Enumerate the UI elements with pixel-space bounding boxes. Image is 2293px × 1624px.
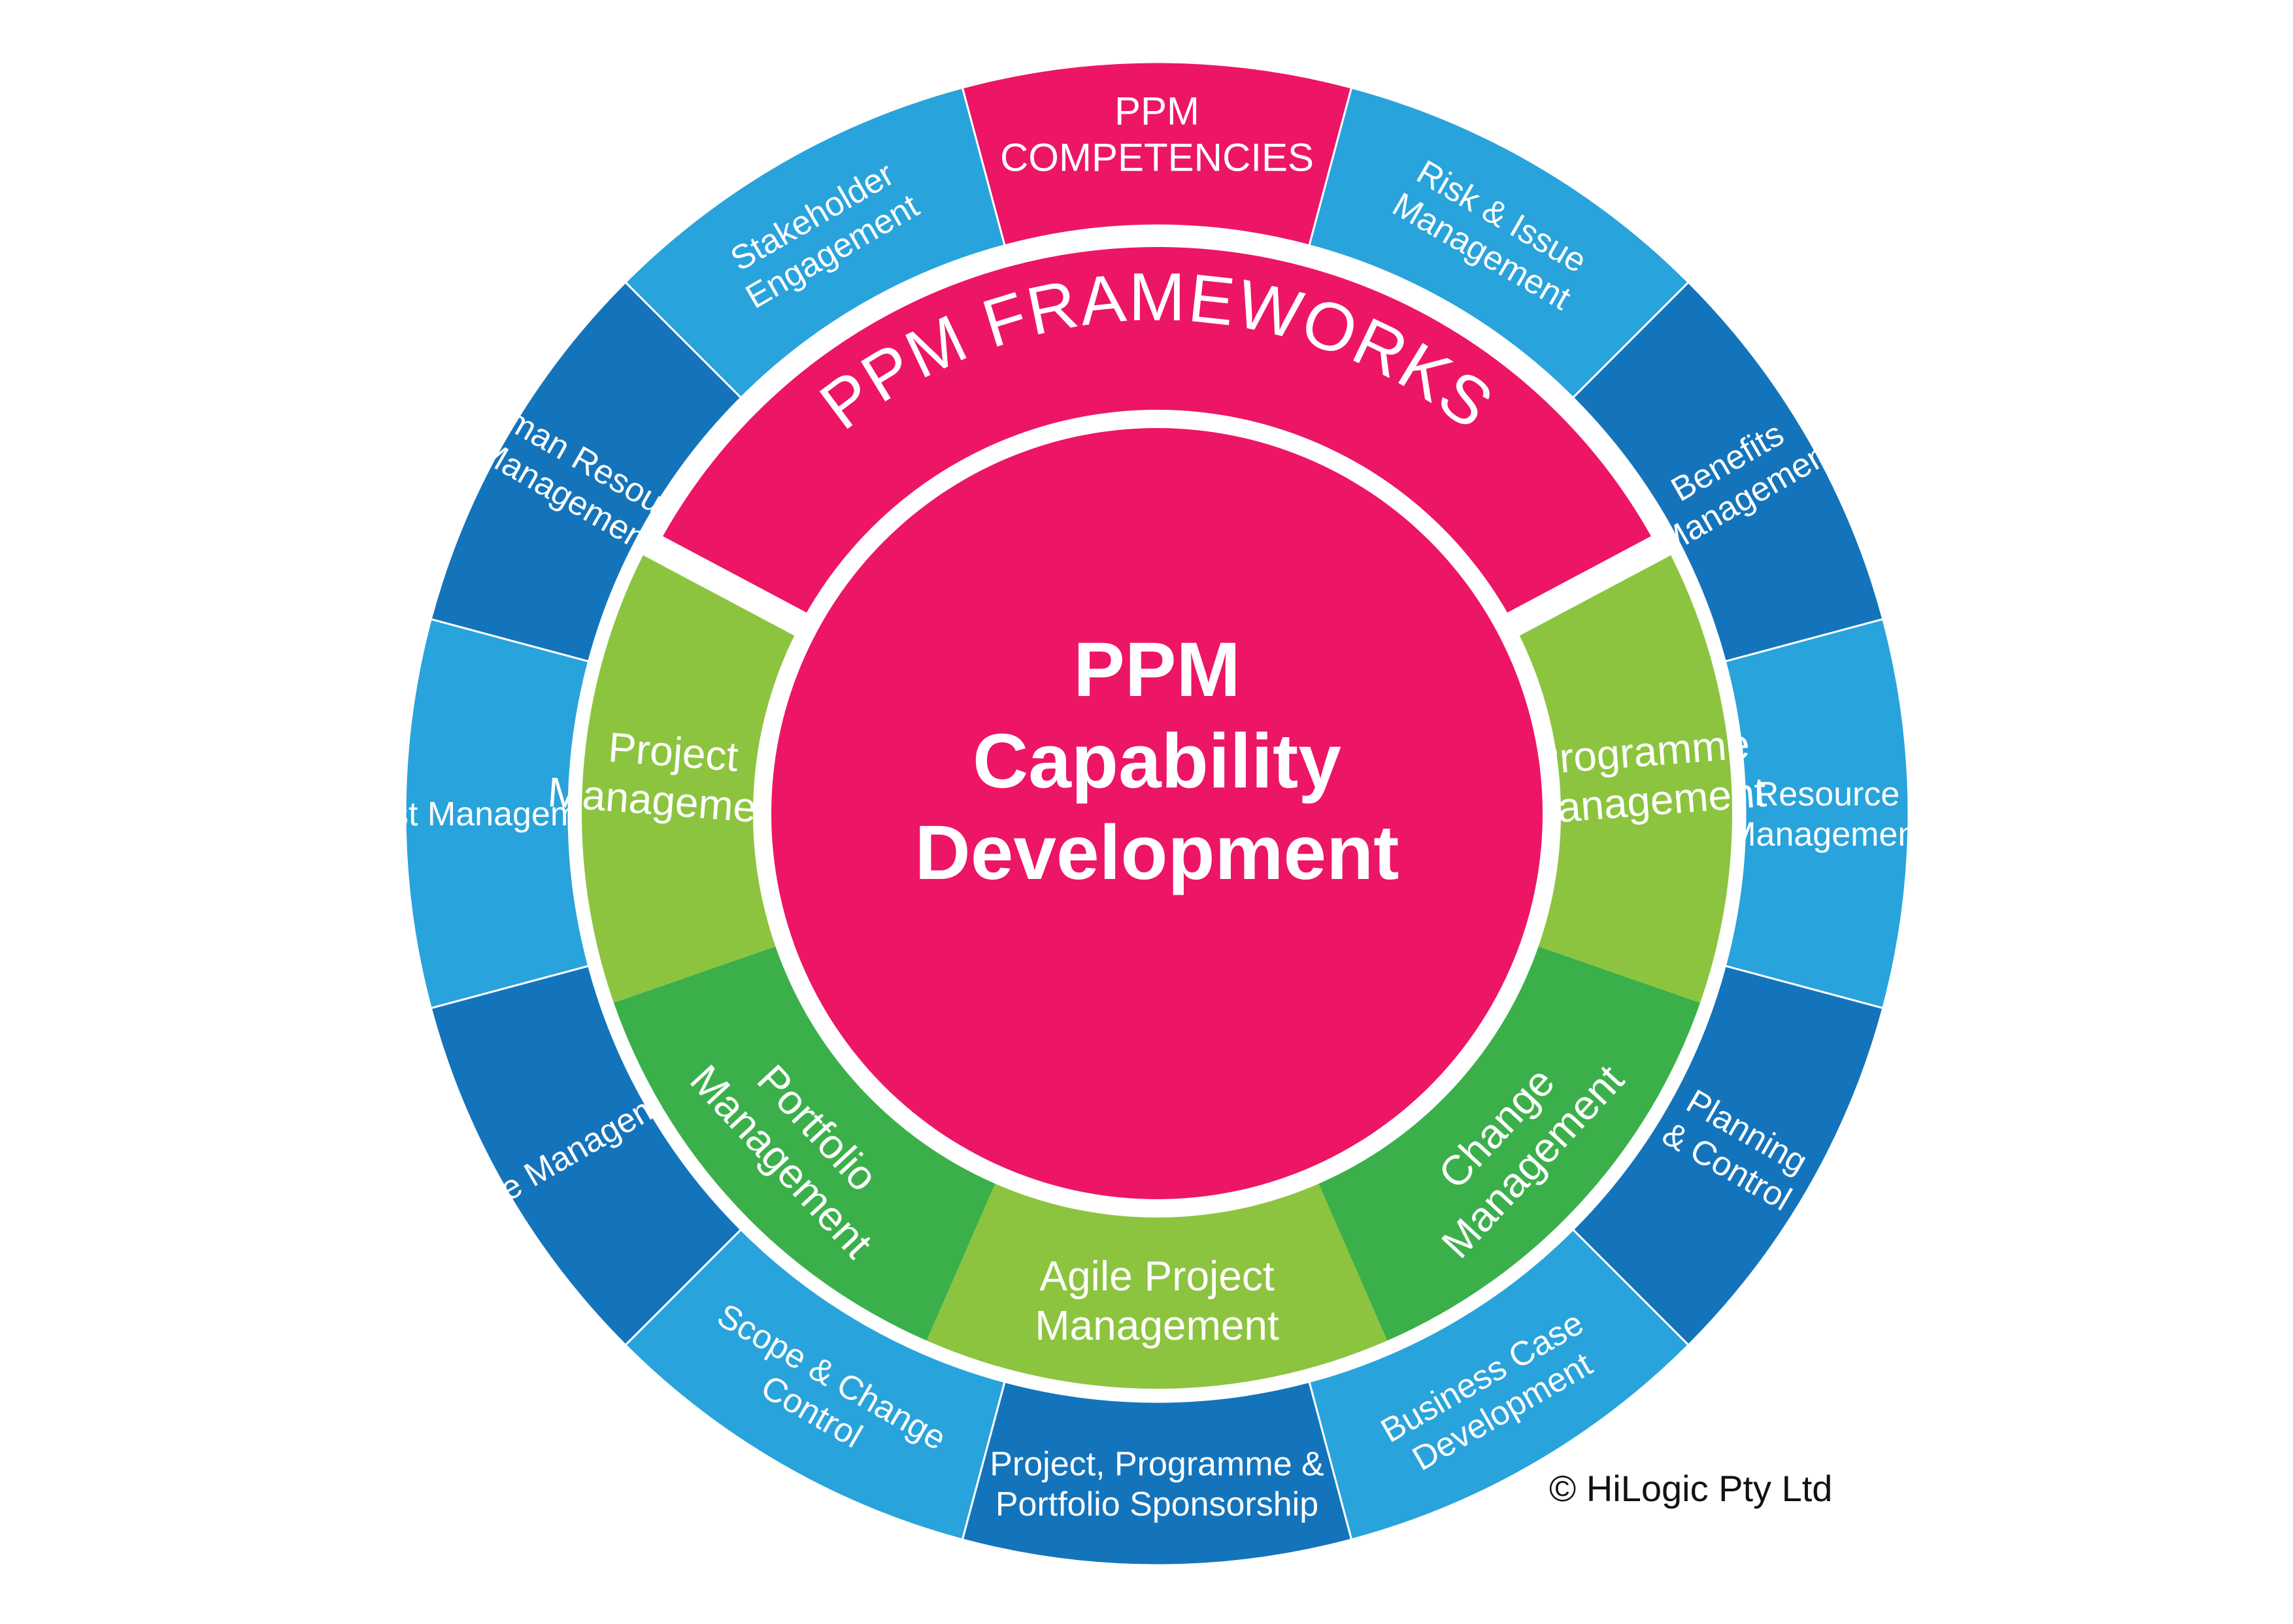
competency-label-resource-management-line: Resource xyxy=(1754,776,1900,814)
framework-label-agile-project-management-line: Management xyxy=(1035,1302,1279,1349)
competencies-title-line: PPM xyxy=(1114,90,1199,133)
framework-label-agile-project-management-line: Agile Project xyxy=(1039,1253,1275,1300)
competency-label-project-programme-portfolio-sponsorship: Project, Programme &Portfolio Sponsorshi… xyxy=(990,1446,1324,1523)
framework-sector-change-management xyxy=(1314,942,1701,1341)
framework-sector-agile-project-management xyxy=(926,1172,1388,1389)
competency-label-cost-management: Cost Management xyxy=(348,795,626,833)
frameworks-ring: PPM FRAMEWORKSProjectManagementPortfolio… xyxy=(546,230,1768,1389)
center-circle xyxy=(771,428,1543,1199)
competency-label-cost-management-line: Cost Management xyxy=(348,795,626,833)
copyright-notice: © HiLogic Pty Ltd xyxy=(1549,1468,1833,1509)
competency-label-project-programme-portfolio-sponsorship-line: Portfolio Sponsorship xyxy=(996,1485,1318,1523)
center-title-line: Development xyxy=(915,810,1399,896)
framework-sector-project-management xyxy=(581,543,811,1003)
competency-label-project-programme-portfolio-sponsorship-line: Project, Programme & xyxy=(990,1446,1324,1483)
competencies-title-line: COMPETENCIES xyxy=(1000,135,1314,179)
framework-label-project-management-line: Project xyxy=(607,723,740,780)
framework-sector-portfolio-management xyxy=(613,942,1000,1341)
frameworks-divider xyxy=(1494,530,1674,643)
competency-sector-stakeholder-engagement xyxy=(624,86,1006,399)
competency-label-resource-management-line: Management xyxy=(1728,816,1926,853)
center-title-line: PPM xyxy=(1073,627,1241,713)
center-title-line: Capability xyxy=(973,718,1341,804)
frameworks-divider xyxy=(640,530,820,643)
framework-sector-programme-management xyxy=(1503,543,1732,1003)
